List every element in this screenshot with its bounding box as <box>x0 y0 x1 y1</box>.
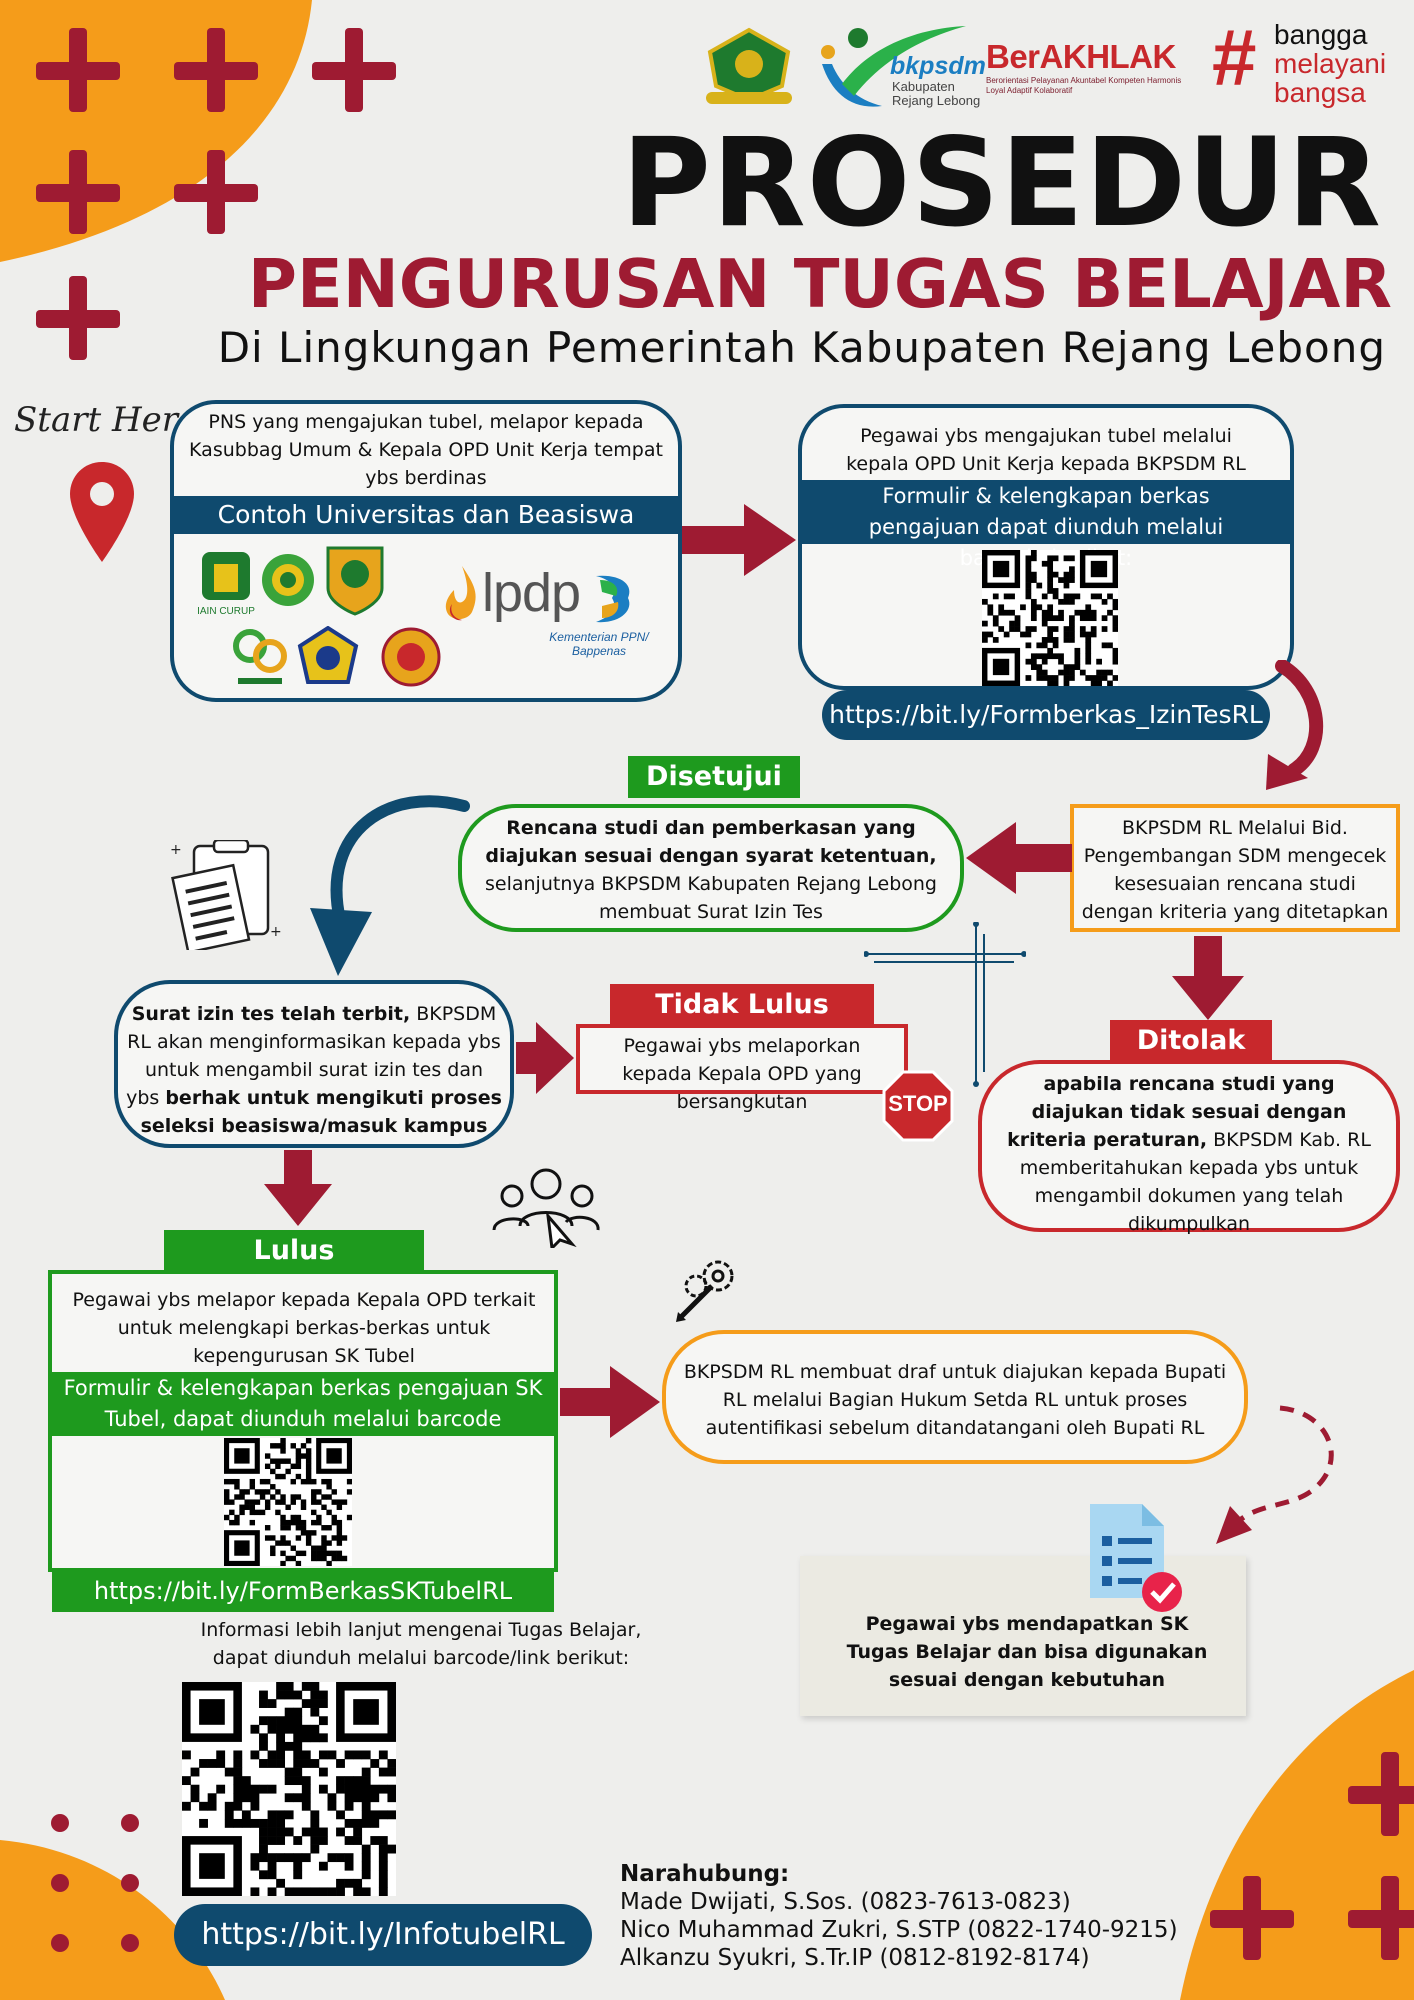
step-2-box: Pegawai ybs mengajukan tubel melalui kep… <box>798 404 1294 690</box>
draf-box: BKPSDM RL membuat draf untuk diajukan ke… <box>662 1330 1248 1464</box>
kemenag-logo <box>698 26 800 108</box>
step-1-box: PNS yang mengajukan tubel, melapor kepad… <box>170 400 682 702</box>
svg-text:+: + <box>270 924 282 940</box>
izin-tes-bold-1: Surat izin tes telah terbit, <box>131 1003 411 1025</box>
plus-icon <box>36 150 120 234</box>
link-izin-tes[interactable]: https://bit.ly/Formberkas_IzinTesRL <box>822 690 1270 740</box>
page-subtitle: PENGURUSAN TUGAS BELAJAR <box>247 245 1392 323</box>
dots-decoration <box>51 1814 139 1952</box>
document-check-icon <box>1090 1504 1182 1612</box>
plus-icon <box>312 28 396 112</box>
plus-icon <box>174 28 258 112</box>
lpdp-flame-icon <box>445 566 476 621</box>
arrow-right <box>560 1366 660 1438</box>
bkpsdm-logo: bkpsdm Kabupaten Rejang Lebong <box>802 24 986 110</box>
poltekkes-logo <box>381 627 441 687</box>
arrow-down <box>1172 936 1244 1020</box>
contact-item: Nico Muhammad Zukri, S.STP (0822-1740-92… <box>620 1917 1178 1943</box>
plus-icon <box>1348 1752 1414 1836</box>
tidak-lulus-text: Pegawai ybs melaporkan kepada Kepala OPD… <box>622 1035 862 1113</box>
qr-code-info[interactable] <box>182 1682 396 1896</box>
melayani-text: melayani <box>1274 48 1387 79</box>
link-sk-tubel[interactable]: https://bit.ly/FormBerkasSKTubelRL <box>52 1570 554 1612</box>
stop-text: STOP <box>888 1091 948 1116</box>
plus-icon <box>1210 1876 1294 1960</box>
izin-tes-text: BKPSDM RL akan menginformasikan kepada y… <box>126 1003 501 1109</box>
plus-icon <box>36 276 120 360</box>
disetujui-text-bold: Rencana studi dan pemberkasan yang diaju… <box>485 817 937 867</box>
curved-arrow <box>1266 660 1324 790</box>
bangga-text: bangga <box>1274 19 1368 50</box>
lulus-text: Pegawai ybs melapor kepada Kepala OPD te… <box>72 1289 536 1367</box>
svg-text:IAIN CURUP: IAIN CURUP <box>197 606 255 617</box>
lulus-box: Pegawai ybs melapor kepada Kepala OPD te… <box>48 1270 558 1572</box>
ditolak-text-bold: apabila rencana studi yang diajukan tida… <box>1007 1073 1347 1151</box>
qr-code-izin-tes[interactable] <box>982 550 1118 686</box>
clipboard-icon: ++ <box>170 840 282 950</box>
bappenas-text: Kementerian PPN/ Bappenas <box>549 630 649 658</box>
tidak-lulus-box: Pegawai ybs melaporkan kepada Kepala OPD… <box>576 1024 908 1113</box>
lulus-band: Formulir & kelengkapan berkas pengajuan … <box>52 1372 554 1462</box>
berakhlak-subtext: Berorientasi Pelayanan Akuntabel Kompete… <box>986 76 1182 95</box>
gear-pencil-icon <box>676 1260 734 1322</box>
users-click-icon <box>492 1168 600 1248</box>
ditolak-text: BKPSDM Kab. RL memberitahukan kepada ybs… <box>1019 1129 1371 1235</box>
page-title: PROSEDUR <box>621 112 1382 254</box>
cross-decoration <box>864 922 1026 1087</box>
disetujui-label: Disetujui <box>628 756 800 798</box>
university-logo <box>262 554 314 606</box>
svg-text:+: + <box>170 842 182 858</box>
arrow-right <box>682 504 796 576</box>
unived-logo <box>233 629 287 684</box>
step-1-band: Contoh Universitas dan Beasiswa <box>174 496 678 534</box>
step-1-text: PNS yang mengajukan tubel, melapor kepad… <box>189 411 663 489</box>
step-2-text: Pegawai ybs mengajukan tubel melalui kep… <box>846 425 1246 475</box>
lpdp-text: lpdp <box>482 563 581 623</box>
tidak-lulus-label: Tidak Lulus <box>610 984 874 1026</box>
location-pin-icon <box>70 462 134 562</box>
plus-icon <box>1348 1876 1414 1960</box>
page-subtitle-2: Di Lingkungan Pemerintah Kabupaten Rejan… <box>217 323 1386 372</box>
step-3-text: BKPSDM RL Melalui Bid. Pengembangan SDM … <box>1081 817 1389 923</box>
contacts-heading: Narahubung: <box>620 1861 790 1887</box>
berakhlak-text: BerAKHLAK <box>986 38 1176 75</box>
contact-item: Alkanzu Syukri, S.Tr.IP (0812-8192-8174) <box>620 1945 1090 1971</box>
rejang-lebong-logo <box>326 546 384 616</box>
draf-text: BKPSDM RL membuat draf untuk diajukan ke… <box>683 1361 1227 1439</box>
plus-icon <box>36 28 120 112</box>
berakhlak-logo: BerAKHLAK Berorientasi Pelayanan Akuntab… <box>986 38 1202 110</box>
arrow-right <box>516 1022 574 1094</box>
info-text: Informasi lebih lanjut mengenai Tugas Be… <box>200 1619 642 1669</box>
step-2-band: Formulir & kelengkapan berkas pengajuan … <box>802 480 1290 570</box>
dashed-curved-arrow <box>1216 1405 1334 1544</box>
arrow-left <box>966 822 1072 894</box>
qr-code-sk-tubel[interactable] <box>224 1438 352 1566</box>
stop-sign-icon: STOP <box>882 1070 954 1142</box>
bkpsdm-subtext: Kabupaten Rejang Lebong <box>892 79 981 108</box>
iain-curup-logo: IAIN CURUP <box>197 552 255 617</box>
polytechnic-logo <box>297 626 359 684</box>
bkpsdm-text: bkpsdm <box>890 52 986 80</box>
step-3-box: BKPSDM RL Melalui Bid. Pengembangan SDM … <box>1070 804 1400 932</box>
curved-arrow <box>310 795 470 976</box>
plus-icon <box>174 150 258 234</box>
bangga-melayani-logo: # bangga melayani bangsa <box>1212 16 1412 110</box>
disetujui-box: Rencana studi dan pemberkasan yang diaju… <box>458 804 964 932</box>
ditolak-label: Ditolak <box>1110 1020 1272 1062</box>
bangsa-text: bangsa <box>1274 77 1366 108</box>
sk-text: Pegawai ybs mendapatkan SK Tugas Belajar… <box>846 1613 1208 1691</box>
disetujui-text: selanjutnya BKPSDM Kabupaten Rejang Lebo… <box>485 873 937 923</box>
hashtag-icon: # <box>1212 13 1257 102</box>
izin-tes-box: Surat izin tes telah terbit, BKPSDM RL a… <box>114 980 514 1148</box>
link-info[interactable]: https://bit.ly/InfotubelRL <box>174 1904 592 1966</box>
lulus-label: Lulus <box>164 1230 424 1272</box>
izin-tes-bold-2: berhak untuk mengikuti proses seleksi be… <box>140 1087 502 1137</box>
arrow-down <box>264 1150 332 1226</box>
contact-item: Made Dwijati, S.Sos. (0823-7613-0823) <box>620 1889 1071 1915</box>
ditolak-box: apabila rencana studi yang diajukan tida… <box>978 1060 1400 1235</box>
bappenas-logo <box>596 575 630 623</box>
